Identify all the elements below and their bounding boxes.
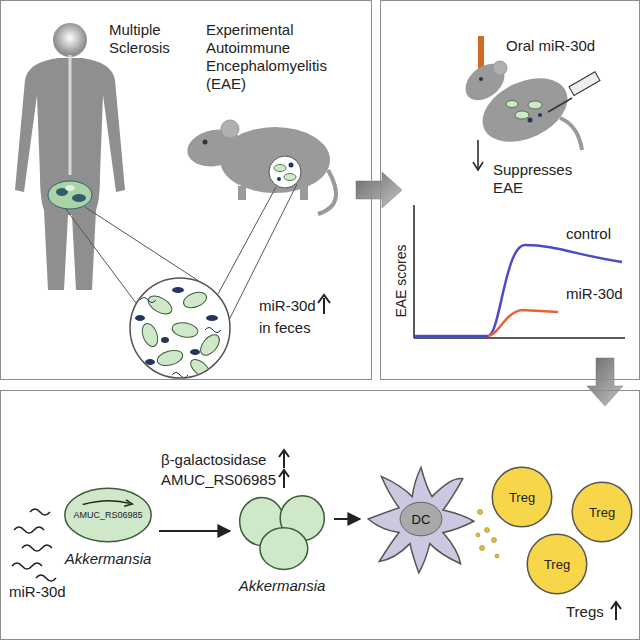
flow-arrow [356,172,402,208]
flow-arrow [587,358,623,406]
gavage-mouse [459,36,600,170]
panel-label: β-galactosidase [161,451,266,469]
bacterium-cell: AMUC_RS06985Akkermansia [63,486,153,544]
cluster-outline [236,491,328,571]
treatment-panel: Oral miR-30dSuppresses EAE EAE scores cont… [380,0,640,380]
human-figure [15,22,125,290]
treg-cell: Treg [526,533,588,595]
cell-heading: Akkermansia [65,550,152,567]
panel-label: Experimental Autoimmune Encephalomyeliti… [206,21,356,93]
dendritic-cell: DC [366,463,476,575]
zoom-view [65,184,330,380]
cell-label: AMUC_RS06985 [73,510,142,520]
summary-panel: Multiple SclerosisExperimental Autoimmun… [0,0,372,380]
secretion-dots [476,510,499,559]
cell-label: Treg [589,505,615,520]
panel-label: miR-30d [259,297,316,315]
treg-cell: Treg [571,481,633,543]
connector-arrow [159,530,230,532]
cell-label: Treg [544,557,570,572]
panel-label: Oral miR-30d [506,37,595,55]
panel-label: in feces [259,319,311,337]
mouse-figure [184,120,336,214]
panel-label: control [566,225,611,243]
treg-cell: Treg [491,466,553,528]
up-arrows [279,450,621,620]
bacteria-cluster: Akkermansia [236,491,328,571]
cell-heading: Akkermansia [239,577,326,594]
cell-label: Treg [509,490,535,505]
panel-label: Tregs [566,603,604,621]
panel-label: AMUC_RS06985 [161,471,276,489]
eae-score-chart [414,205,625,338]
panel-label: Multiple Sclerosis [109,21,201,57]
mirna-strands [12,509,56,581]
cell-label: DC [412,512,431,527]
mechanism-panel: miR-30d β-galactosidaseAMUC_RS06985Tregs A… [0,390,640,640]
connector-arrow [334,518,360,520]
panel-label: miR-30d [9,583,66,601]
panel-label: EAE scores [392,236,410,326]
panel-label: Suppresses EAE [493,161,593,197]
panel-label: miR-30d [566,285,623,303]
